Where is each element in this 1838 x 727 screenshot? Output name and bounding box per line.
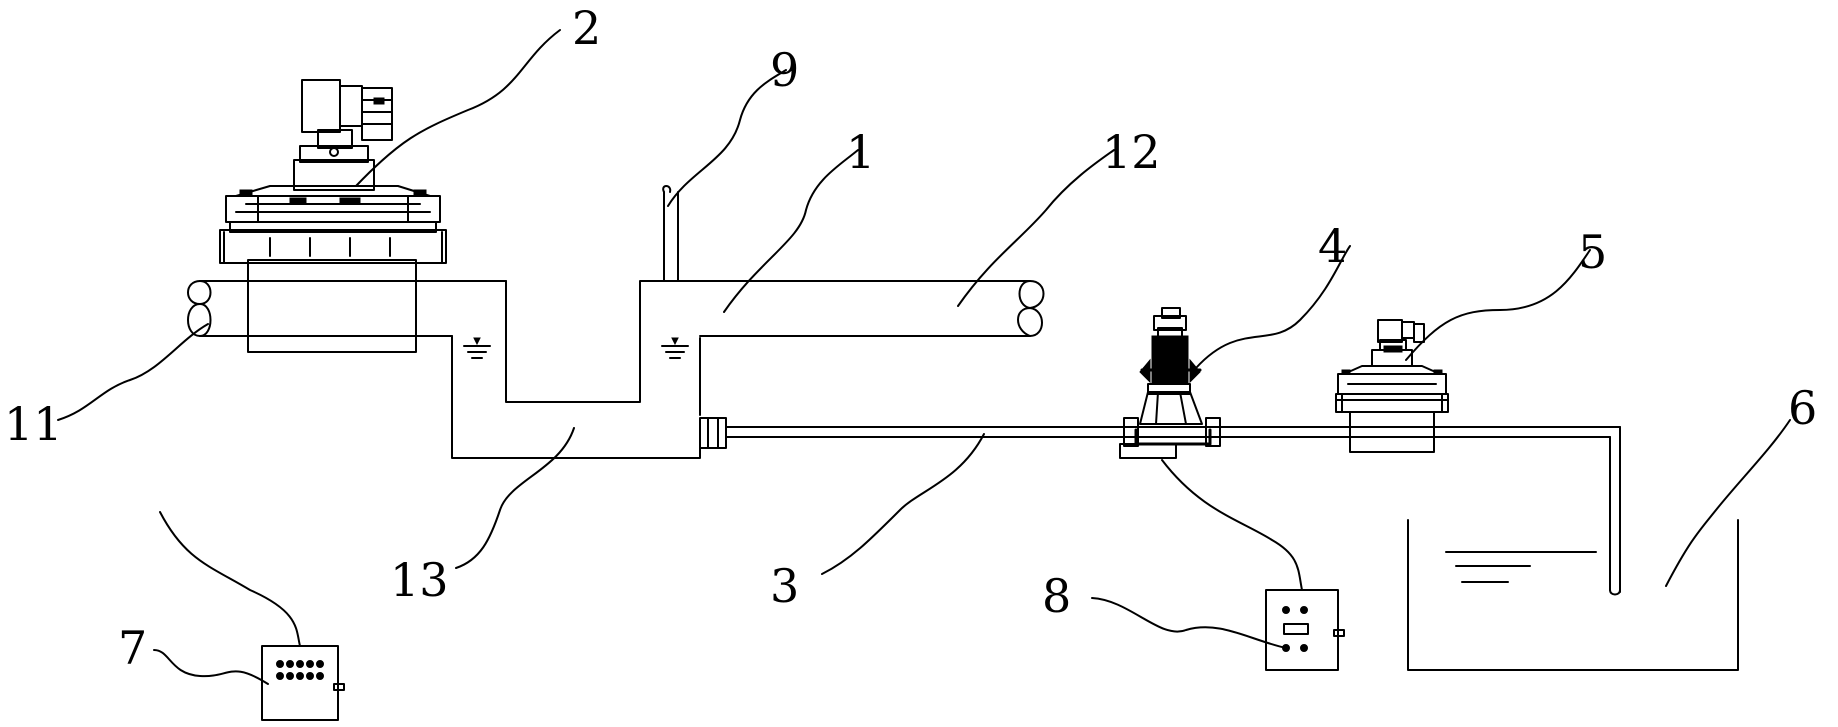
label-5: 5 [1578, 225, 1607, 279]
upper-channel [677, 280, 1045, 416]
pump [1119, 307, 1221, 459]
water-level-middle [661, 337, 689, 359]
water-level-left [463, 337, 491, 359]
leader-lines [57, 29, 1791, 685]
left-aerator-unit [219, 79, 447, 353]
label-9: 9 [770, 43, 799, 97]
left-channel [187, 280, 701, 459]
label-8: 8 [1042, 569, 1071, 623]
control-box-8 [1161, 459, 1345, 671]
label-6: 6 [1788, 381, 1817, 435]
label-11: 11 [4, 397, 63, 451]
label-2: 2 [572, 1, 601, 55]
label-3: 3 [770, 559, 799, 613]
label-1: 1 [846, 125, 875, 179]
label-7: 7 [118, 621, 147, 675]
label-4: 4 [1318, 219, 1347, 273]
label-12: 12 [1102, 125, 1161, 179]
label-13: 13 [390, 553, 449, 607]
overflow-pipe [662, 185, 679, 282]
main-pipeline [699, 417, 1621, 596]
right-aerator-unit [1335, 319, 1449, 453]
receiving-tank [1407, 519, 1739, 671]
control-box-7 [159, 511, 345, 721]
